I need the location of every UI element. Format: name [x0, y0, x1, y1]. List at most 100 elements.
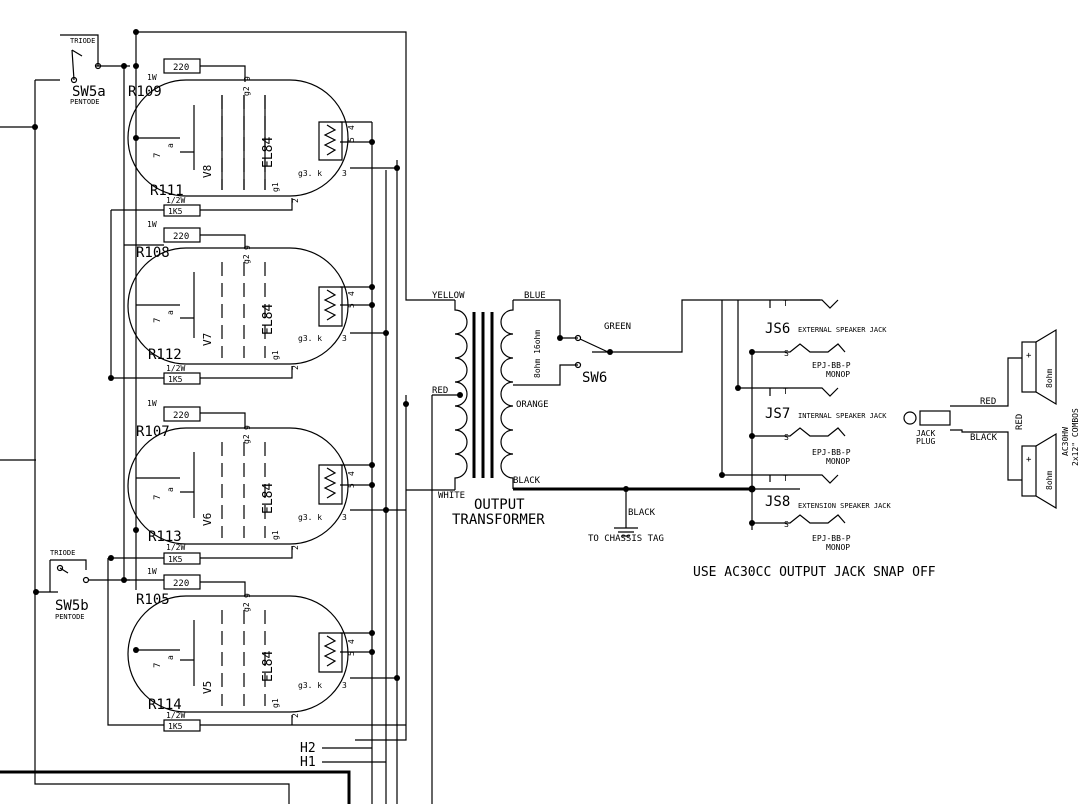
tube-v6: V6 EL84 7 a 9 g2 g1 2 4 5 g3. k 3 [127, 425, 356, 550]
tube-type: EL84 [261, 137, 276, 168]
svg-text:5: 5 [347, 483, 356, 488]
svg-text:MONOP: MONOP [826, 370, 850, 379]
svg-text:7: 7 [153, 663, 163, 668]
speaker-top: + 8ohm [1021, 328, 1057, 406]
svg-text:8ohm 16ohm: 8ohm 16ohm [533, 330, 542, 378]
switch-sw6: SW6 [574, 334, 609, 386]
svg-text:1W: 1W [147, 220, 157, 229]
resistor-r111: 1K5 1/2W R111 [150, 183, 201, 217]
jack-js7: T S JS7 INTERNAL SPEAKER JACK EPJ-BB-P M… [765, 387, 887, 466]
svg-text:1W: 1W [147, 399, 157, 408]
svg-text:7: 7 [153, 495, 163, 500]
resistor-r109: 220 1W R109 [128, 58, 201, 100]
svg-text:+: + [1026, 455, 1032, 465]
svg-text:g1: g1 [271, 350, 280, 360]
jack-ref: JS8 [765, 494, 790, 510]
svg-text:TRIODE: TRIODE [70, 37, 95, 45]
svg-text:a: a [166, 143, 175, 148]
svg-text:S: S [784, 349, 789, 358]
svg-text:1/2W: 1/2W [166, 196, 185, 205]
jack-js6: T S JS6 EXTERNAL SPEAKER JACK EPJ-BB-P M… [765, 299, 887, 379]
svg-text:220: 220 [173, 232, 189, 242]
switch-ref: SW5a [72, 84, 106, 100]
resistor-ref: R114 [148, 697, 182, 713]
svg-text:1W: 1W [147, 567, 157, 576]
svg-text:T: T [783, 299, 788, 308]
speaker-config: 2x12" COMBOS [1071, 408, 1080, 466]
svg-text:3: 3 [342, 334, 347, 343]
svg-text:a: a [166, 487, 175, 492]
svg-text:WHITE: WHITE [438, 491, 465, 501]
svg-text:g2: g2 [242, 434, 251, 444]
svg-text:BLACK: BLACK [970, 433, 998, 443]
tube-ref: V8 [201, 165, 214, 178]
svg-text:3: 3 [342, 681, 347, 690]
resistor-r112: 1K5 1/2W R112 [148, 347, 201, 385]
speaker-bottom: + 8ohm [1021, 432, 1057, 510]
svg-text:YELLOW: YELLOW [432, 291, 465, 301]
resistor-r107: 220 1W R107 [136, 399, 201, 440]
svg-text:MONOP: MONOP [826, 543, 850, 552]
svg-text:7: 7 [153, 318, 163, 323]
svg-text:9: 9 [243, 593, 252, 598]
svg-text:g3. k: g3. k [298, 681, 322, 690]
tube-v5: V5 EL84 7 a 9 g2 g1 2 4 5 g3. k 3 [127, 593, 356, 718]
svg-text:g2: g2 [242, 254, 251, 264]
svg-text:S: S [784, 520, 789, 529]
resistor-ref: R113 [148, 529, 182, 545]
svg-text:4: 4 [347, 291, 356, 296]
svg-text:4: 4 [347, 125, 356, 130]
svg-text:9: 9 [243, 245, 252, 250]
svg-text:BLUE: BLUE [524, 291, 546, 301]
svg-text:3: 3 [342, 169, 347, 178]
svg-text:TO CHASSIS TAG: TO CHASSIS TAG [588, 534, 664, 544]
tube-v8: V8 EL84 7 a 9 g2 g1 2 4 5 g3. k 3 [127, 76, 356, 203]
svg-text:g1: g1 [271, 182, 280, 192]
svg-text:1W: 1W [147, 73, 157, 82]
svg-text:g3. k: g3. k [298, 169, 322, 178]
svg-text:5: 5 [347, 137, 356, 142]
svg-text:BLACK: BLACK [628, 508, 656, 518]
svg-text:5: 5 [347, 651, 356, 656]
svg-text:2: 2 [291, 365, 300, 370]
svg-text:g2: g2 [242, 602, 251, 612]
svg-text:PLUG: PLUG [916, 437, 935, 446]
tube-ref: V6 [201, 513, 214, 526]
svg-text:T: T [783, 387, 788, 396]
svg-text:GREEN: GREEN [604, 322, 631, 332]
resistor-r113: 1K5 1/2W R113 [148, 529, 201, 565]
switch-sw5b: TRIODE SW5b PENTODE [49, 549, 90, 621]
svg-text:EXTENSION SPEAKER JACK: EXTENSION SPEAKER JACK [798, 502, 892, 510]
svg-text:2: 2 [291, 545, 300, 550]
tube-v7: V7 EL84 7 a 9 g2 g1 2 4 5 g3. k 3 [127, 245, 356, 370]
speaker-model: AC30HW [1061, 427, 1070, 456]
switch-ref: SW6 [582, 370, 607, 386]
svg-text:TRANSFORMER: TRANSFORMER [452, 512, 545, 528]
svg-text:220: 220 [173, 63, 189, 73]
svg-text:3: 3 [342, 513, 347, 522]
resistor-r114: 1K5 1/2W R114 [148, 697, 201, 732]
svg-text:ORANGE: ORANGE [516, 400, 549, 410]
resistor-r105: 220 1W R105 [136, 567, 201, 608]
svg-text:220: 220 [173, 411, 189, 421]
tube-type: EL84 [261, 304, 276, 335]
tube-ref: V5 [201, 681, 214, 694]
chassis-ground: BLACK TO CHASSIS TAG [588, 508, 664, 544]
svg-text:RED: RED [980, 397, 996, 407]
junctions [32, 29, 756, 681]
svg-text:g1: g1 [271, 530, 280, 540]
svg-text:8ohm: 8ohm [1045, 369, 1054, 388]
svg-text:g2: g2 [242, 86, 251, 96]
resistor-ref: R111 [150, 183, 184, 199]
svg-text:a: a [166, 310, 175, 315]
svg-text:S: S [784, 433, 789, 442]
resistor-ref: R105 [136, 592, 170, 608]
svg-text:OUTPUT: OUTPUT [474, 497, 525, 513]
svg-text:g3. k: g3. k [298, 513, 322, 522]
svg-text:1K5: 1K5 [168, 722, 183, 731]
resistor-ref: R112 [148, 347, 182, 363]
tube-ref: V7 [201, 333, 214, 346]
svg-text:1/2W: 1/2W [166, 711, 185, 720]
note-snap-off: USE AC30CC OUTPUT JACK SNAP OFF [693, 565, 936, 580]
output-transformer: YELLOW RED WHITE BLUE GREEN ORANGE BLACK… [432, 291, 631, 528]
